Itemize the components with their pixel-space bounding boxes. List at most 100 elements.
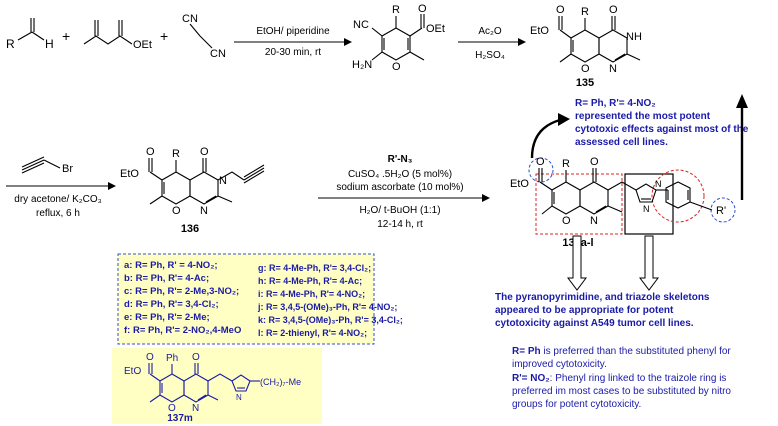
pyran-oet-label: OEt: [426, 23, 445, 35]
ethyl-acetoacetate-structure: [83, 20, 133, 45]
substituent-list-right: g: R= 4-Me-Ph, R'= 3,4-Cl₂; h: R= 4-Me-P…: [257, 263, 403, 338]
hollow-arrow-pyranopyrimidine: [567, 235, 587, 291]
c135-carbonyl-o-label: O: [609, 4, 618, 16]
plus-sign-2: +: [160, 28, 168, 44]
aminopyran-intermediate-structure: [371, 14, 425, 61]
substituent-h: h: R= 4-Me-Ph, R'= 4-Ac;: [258, 276, 362, 286]
c137-triazole-n-label: N: [643, 204, 650, 214]
propargyl-bromide-structure: [21, 156, 61, 174]
svg-text:O: O: [192, 352, 200, 363]
acetoacetate-oet-label: OEt: [133, 39, 152, 51]
compound-136-structure: [148, 158, 265, 205]
sar-r-rest: is preferred than the substituted phenyl…: [541, 346, 732, 357]
compound-135-structure: [558, 16, 641, 63]
svg-text:preferred im most cases to be: preferred im most cases to be substitute…: [512, 386, 731, 397]
annotation-skeletons: The pyranopyrimidine, and triazole skele…: [495, 292, 710, 329]
compound-135-number: 135: [576, 77, 594, 89]
pyran-carbonyl-o-label: O: [418, 3, 427, 15]
c136-ring-o-label: O: [172, 205, 181, 217]
c136-n1-label: N: [200, 205, 208, 217]
plus-sign-1: +: [62, 28, 70, 44]
svg-text:cytotoxicity against A549 tumo: cytotoxicity against A549 tumor cell lin…: [495, 318, 694, 329]
c137-r-label: R: [562, 158, 570, 170]
substituent-d: d: R= Ph, R'= 3,4-Cl₂;: [124, 299, 219, 310]
pyran-ring-o-label: O: [392, 61, 401, 73]
compound-137m-box: [112, 348, 322, 424]
svg-text:assessed cell lines.: assessed cell lines.: [575, 137, 668, 148]
arrow-2-conditions-top: Ac₂O: [478, 26, 502, 37]
substituent-table-box: [117, 253, 375, 345]
svg-text:The pyranopyrimidine, and tria: The pyranopyrimidine, and triazole skele…: [495, 292, 710, 303]
svg-text:appeared to be appropriate for: appeared to be appropriate for potent: [495, 305, 674, 316]
malononitrile-cn-bottom: CN: [210, 48, 226, 60]
reaction-arrow-2: [458, 38, 526, 46]
annotation-most-potent: R= Ph, R'= 4-NO₂ represented the most po…: [575, 98, 749, 148]
c135-nh-label: NH: [626, 31, 642, 43]
c137-carbonyl-o-label: O: [590, 156, 599, 168]
arrow-4-reductant: sodium ascorbate (10 mol%): [336, 182, 463, 193]
c135-n-label: N: [609, 63, 617, 75]
sar-r-bold: R= Ph: [512, 346, 541, 357]
arrow-4-solvent: H₂O/ t-BuOH (1:1): [359, 205, 440, 216]
svg-text:cytotoxic effects against most: cytotoxic effects against most of the: [575, 124, 749, 135]
pyran-h2n-label: H₂N: [352, 59, 372, 71]
c137-triazole-n1-label: N: [655, 179, 662, 189]
svg-text:improved cytotoxicity.: improved cytotoxicity.: [512, 359, 607, 370]
svg-text:O: O: [146, 352, 154, 363]
substituent-g: g: R= 4-Me-Ph, R'= 3,4-Cl₂;: [258, 263, 371, 273]
arrow-4-catalyst: CuSO₄ .5H₂O (5 mol%): [348, 169, 452, 180]
compound-137m-labels: EtO O Ph O N O N (CH₂)₇-Me 137m: [124, 352, 301, 424]
substituent-e: e: R= Ph, R'= 2-Me;: [124, 312, 210, 323]
substituent-c: c: R= Ph, R'= 2-Me,3-NO₂;: [124, 286, 239, 297]
c137-ester-o-label: O: [536, 156, 545, 168]
substituent-k: k: R= 3,4,5-(OMe)₃-Ph, R'= 3,4-Cl₂;: [258, 315, 403, 325]
c135-r-label: R: [581, 6, 589, 18]
sar-rprime-bold: R'= NO₂: [512, 373, 550, 384]
malononitrile-cn-top: CN: [182, 13, 198, 25]
c137-n1-label: N: [590, 215, 598, 227]
substituent-l: l: R= 2-thienyl, R'= 4-NO₂;: [258, 328, 367, 338]
compound-136-number: 136: [181, 223, 199, 235]
c136-r-label: R: [172, 148, 180, 160]
substituent-j: j: R= 3,4,5-(OMe)₃-Ph, R'= 4-NO₂;: [257, 302, 397, 312]
substituent-i: i: R= 4-Me-Ph, R'= 4-NO₂;: [258, 289, 365, 299]
aldehyde-structure: [17, 18, 45, 41]
substituent-a: a: R= Ph, R' = 4-NO₂;: [124, 260, 218, 271]
c136-eto-label: EtO: [120, 168, 139, 180]
compound-137m-structure: [148, 363, 260, 403]
arrow-2-conditions-bottom: H₂SO₄: [475, 50, 505, 61]
svg-text:groups for potent cytotoxicity: groups for potent cytotoxicity.: [512, 399, 641, 410]
substituent-f: f: R= Ph, R'= 2-NO₂,4-MeO: [124, 325, 241, 336]
compound-137m-number: 137m: [167, 413, 193, 424]
product-137-highlight-boxes: [528, 157, 736, 235]
substituent-b: b: R= Ph, R'= 4-Ac;: [124, 273, 209, 284]
pyran-nc-label: NC: [353, 19, 369, 31]
c136-ester-o-label: O: [146, 146, 155, 158]
svg-text:EtO: EtO: [124, 366, 141, 377]
arrow-1-conditions-bottom: 20-30 min, rt: [265, 47, 321, 58]
hollow-arrow-triazole: [639, 235, 659, 291]
arrow-4-time: 12-14 h, rt: [377, 219, 423, 230]
aldehyde-h-label: H: [45, 37, 54, 51]
malononitrile-structure: [189, 23, 213, 49]
c136-carbonyl-o-label: O: [200, 146, 209, 158]
substituent-list-left: a: R= Ph, R' = 4-NO₂; b: R= Ph, R'= 4-Ac…: [124, 260, 241, 336]
svg-text:N: N: [192, 403, 199, 414]
vertical-arrow-r-prime: [736, 94, 748, 200]
pyran-r-label: R: [392, 4, 400, 16]
svg-text:(CH₂)₇-Me: (CH₂)₇-Me: [260, 377, 301, 387]
c136-n3-label: N: [219, 175, 227, 187]
reaction-arrow-4: [318, 194, 490, 202]
arrow-3-conditions-bottom: reflux, 6 h: [36, 208, 80, 219]
curved-arrow-to-potent-note: [530, 113, 570, 159]
product-137-structure: [538, 168, 713, 215]
c137-ring-o-label: O: [562, 215, 571, 227]
svg-text:R= Ph is preferred than the su: R= Ph is preferred than the substituted …: [512, 346, 731, 357]
sar-rprime-rest: : Phenyl ring linked to the traizole rin…: [550, 373, 727, 384]
c137-eto-label: EtO: [510, 178, 529, 190]
svg-text:Ph: Ph: [166, 353, 178, 364]
arrow-4-azide: R'-N₃: [388, 154, 413, 165]
svg-text:represented the most potent: represented the most potent: [575, 111, 711, 122]
svg-text:R'= NO₂: Phenyl ring linked to: R'= NO₂: Phenyl ring linked to the traiz…: [512, 373, 726, 384]
